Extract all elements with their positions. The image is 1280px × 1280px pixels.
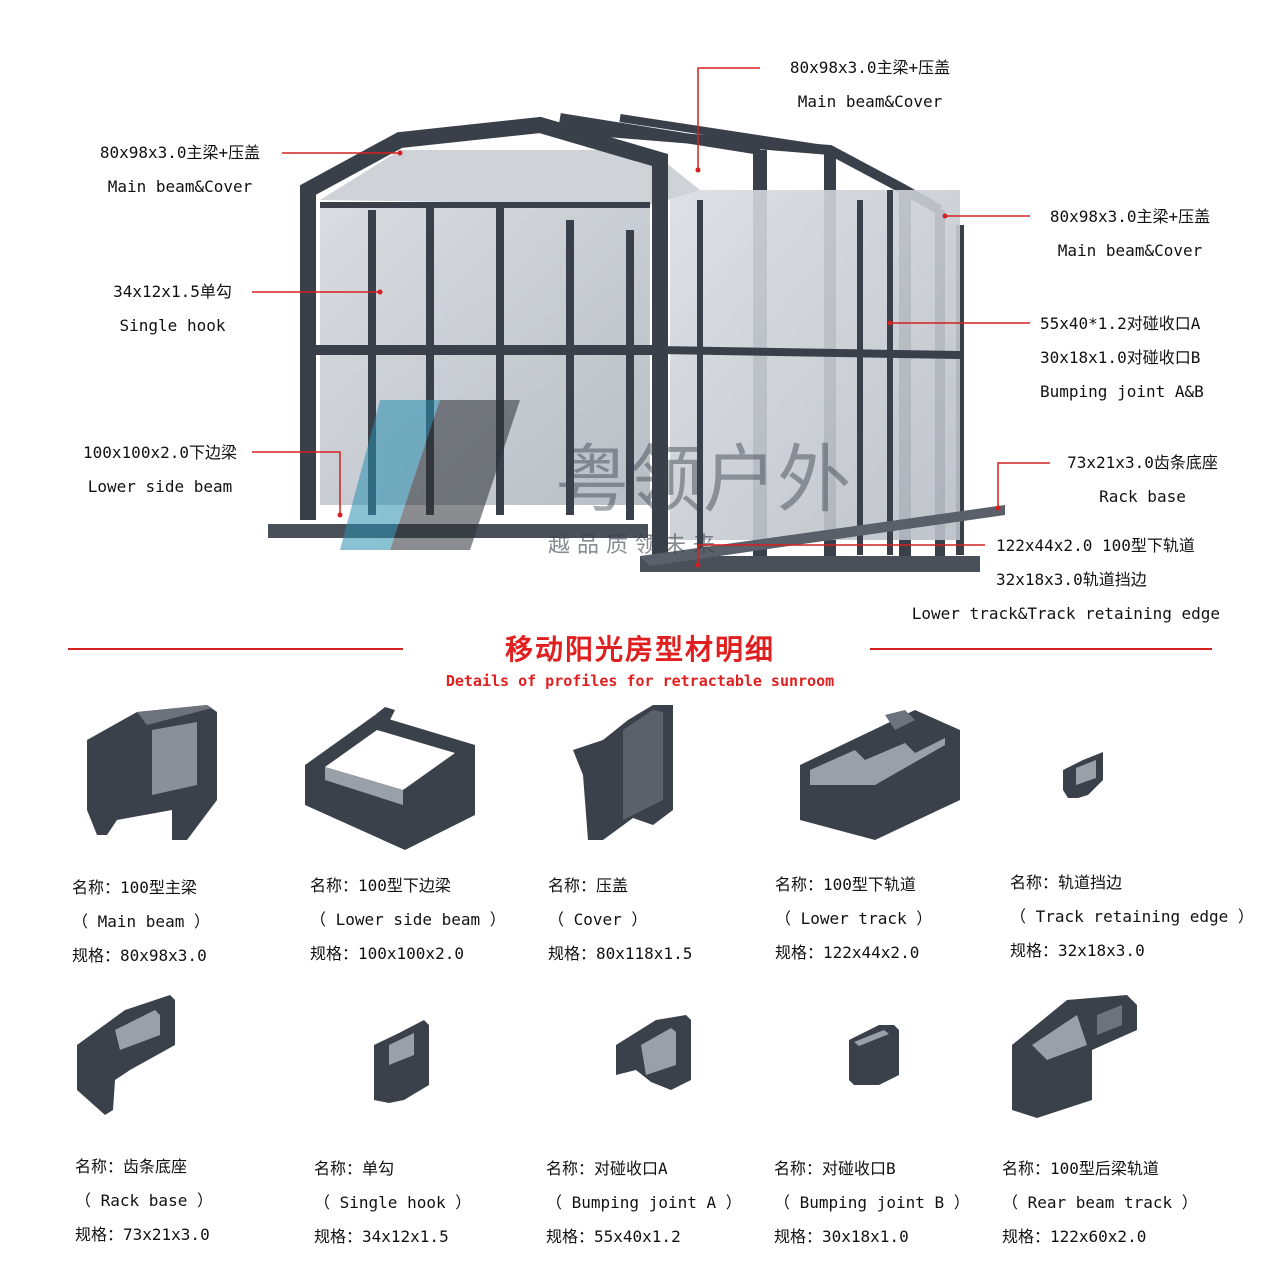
- profile-card-single-hook: 名称：单勾 （ Single hook ） 规格：34x12x1.5: [314, 990, 564, 1250]
- callout-lower-track: 122x44x2.0 100型下轨道 32x18x3.0轨道挡边 Lower t…: [911, 536, 1220, 623]
- track-retaining-edge-profile-icon: [1063, 752, 1103, 798]
- profile-card-rear-beam-track: 名称：100型后梁轨道 （ Rear beam track ） 规格：122x6…: [1002, 990, 1252, 1250]
- callout-lower-side-beam: 100x100x2.0下边梁 Lower side beam: [83, 443, 237, 496]
- title-rule-left: [68, 648, 403, 650]
- watermark-slogan: 越 品 质 领 未 来: [548, 533, 715, 558]
- callout-main-beam-right: 80x98x3.0主梁+压盖 Main beam&Cover: [1049, 207, 1211, 260]
- lower-side-beam-profile-icon: [305, 707, 475, 850]
- profile-spec: 规格：80x98x3.0: [72, 946, 207, 965]
- profile-en: （ Lower side beam ）: [310, 910, 506, 929]
- profile-name: 名称：100型下边梁: [310, 876, 451, 895]
- profile-name: 名称：压盖: [548, 876, 629, 895]
- profile-spec: 规格：73x21x3.0: [75, 1225, 210, 1244]
- profile-en: （ Bumping joint B ）: [774, 1193, 970, 1212]
- profile-name: 名称：单勾: [314, 1159, 395, 1178]
- profile-en: （ Single hook ）: [314, 1193, 472, 1212]
- bumping-joint-b-profile-icon: [849, 1025, 899, 1085]
- title-rule-right: [870, 648, 1212, 650]
- single-hook-profile-icon: [374, 1020, 429, 1103]
- profile-en: （ Lower track ）: [775, 909, 933, 928]
- rack-base-profile-icon: [77, 995, 175, 1115]
- callout-single-hook: 34x12x1.5单勾 Single hook: [113, 282, 232, 335]
- profile-card-lower-track: 名称：100型下轨道 （ Lower track ） 规格：122x44x2.0: [775, 700, 1025, 970]
- front-frame: [300, 116, 961, 560]
- profile-card-bumping-joint-b: 名称：对碰收口B （ Bumping joint B ） 规格：30x18x1.…: [774, 990, 1024, 1250]
- profile-spec: 规格：34x12x1.5: [314, 1227, 449, 1246]
- callout-rack-base: 73x21x3.0齿条底座 Rack base: [1067, 453, 1218, 506]
- profile-spec: 规格：32x18x3.0: [1010, 941, 1145, 960]
- profile-card-lower-side-beam: 名称：100型下边梁 （ Lower side beam ） 规格：100x10…: [305, 700, 560, 970]
- profile-name: 名称：100型下轨道: [775, 875, 916, 894]
- profile-name: 名称：轨道挡边: [1010, 873, 1123, 892]
- section-title: 移动阳光房型材明细: [504, 633, 775, 666]
- watermark-logo: [340, 400, 520, 550]
- profile-name: 名称：对碰收口B: [774, 1159, 896, 1178]
- callout-leader-lines: [252, 67, 1050, 565]
- watermark-brand: 粤领户外: [555, 437, 851, 523]
- rear-beam-track-profile-icon: [1012, 995, 1137, 1118]
- profile-spec: 规格：100x100x2.0: [310, 944, 464, 963]
- profile-card-main-beam: 名称：100型主梁 （ Main beam ） 规格：80x98x3.0: [72, 700, 322, 970]
- profile-name: 名称：对碰收口A: [546, 1159, 668, 1178]
- profile-en: （ Main beam ）: [72, 912, 210, 931]
- profile-spec: 规格：80x118x1.5: [548, 944, 693, 963]
- profile-spec: 规格：30x18x1.0: [774, 1227, 909, 1246]
- bumping-joint-a-profile-icon: [616, 1015, 691, 1090]
- profile-card-cover: 名称：压盖 （ Cover ） 规格：80x118x1.5: [548, 700, 798, 970]
- section-subtitle: Details of profiles for retractable sunr…: [445, 672, 835, 690]
- callout-main-beam-top: 80x98x3.0主梁+压盖 Main beam&Cover: [789, 58, 951, 111]
- profile-name: 名称：100型主梁: [72, 878, 197, 897]
- lower-track-profile-icon: [800, 710, 960, 840]
- profile-name: 名称：齿条底座: [75, 1157, 188, 1176]
- cover-profile-icon: [573, 705, 673, 840]
- main-beam-profile-icon: [87, 705, 217, 840]
- callout-bumping-joint: 55x40*1.2对碰收口A 30x18x1.0对碰收口B Bumping jo…: [1040, 314, 1204, 401]
- profile-card-track-retaining-edge: 名称：轨道挡边 （ Track retaining edge ） 规格：32x1…: [1010, 700, 1260, 970]
- callout-dots: [337, 150, 1001, 568]
- callout-main-beam-left: 80x98x3.0主梁+压盖 Main beam&Cover: [99, 143, 261, 196]
- profile-spec: 规格：122x60x2.0: [1002, 1227, 1147, 1246]
- profile-card-bumping-joint-a: 名称：对碰收口A （ Bumping joint A ） 规格：55x40x1.…: [546, 990, 796, 1250]
- profile-en: （ Bumping joint A ）: [546, 1193, 742, 1212]
- sunroom-illustration: 粤领户外 越 品 质 领 未 来: [252, 67, 1050, 572]
- profile-en: （ Track retaining edge ）: [1010, 907, 1254, 926]
- profile-en: （ Cover ）: [548, 910, 648, 929]
- profile-name: 名称：100型后梁轨道: [1002, 1159, 1159, 1178]
- profile-en: （ Rear beam track ）: [1002, 1193, 1198, 1212]
- profile-spec: 规格：122x44x2.0: [775, 943, 920, 962]
- profile-en: （ Rack base ）: [75, 1191, 213, 1210]
- profile-card-rack-base: 名称：齿条底座 （ Rack base ） 规格：73x21x3.0: [75, 990, 325, 1250]
- profile-spec: 规格：55x40x1.2: [546, 1227, 681, 1246]
